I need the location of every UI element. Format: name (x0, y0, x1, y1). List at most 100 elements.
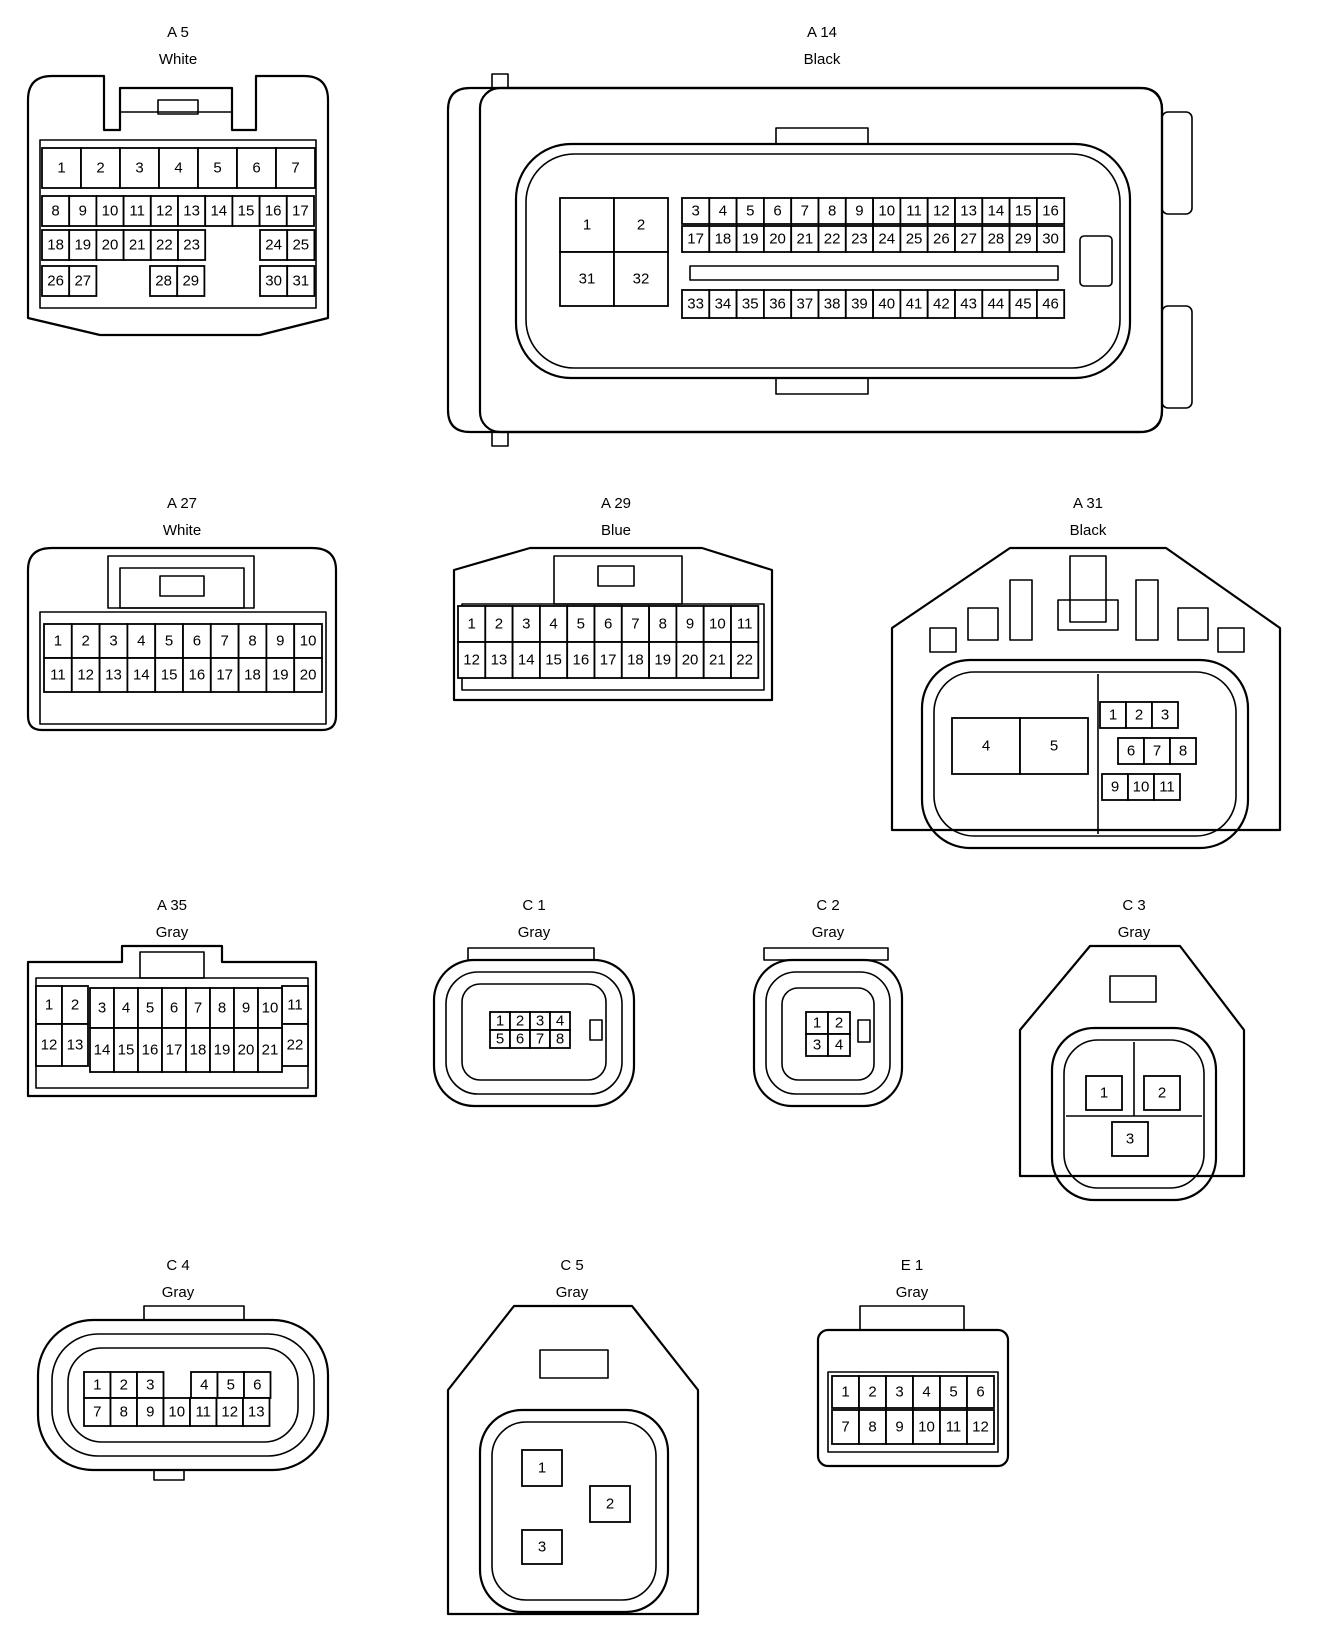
pin-cavity: 5 (197, 147, 238, 189)
connector-a29-color: Blue (601, 522, 631, 539)
pin-cavity: 11 (189, 1397, 218, 1427)
pin-cavity: 25 (286, 229, 316, 261)
pin-cavity: 21 (790, 225, 820, 253)
pin-number: 10 (102, 203, 119, 220)
pin-cavity: 1 (805, 1011, 829, 1035)
pin-cavity: 14 (89, 1027, 115, 1073)
pin-cavity: 15 (1008, 197, 1038, 225)
connector-a14-id: A 14 (807, 24, 837, 41)
pin-number: 17 (600, 652, 617, 669)
pin-number: 12 (972, 1419, 989, 1436)
connector-a27-id: A 27 (167, 495, 197, 512)
pin-cavity: 14 (204, 195, 234, 227)
connector-a14-color: Black (804, 51, 841, 68)
pin-cavity: 3 (1151, 701, 1179, 729)
connector-c1-color: Gray (518, 924, 551, 941)
pin-cavity: 10 (702, 605, 732, 643)
pin-number: 6 (773, 203, 781, 220)
connector-a5-id: A 5 (167, 24, 189, 41)
connector-a35-color: Gray (156, 924, 189, 941)
pin-cavity: 8 (109, 1397, 138, 1427)
pin-number: 46 (1042, 296, 1059, 313)
pin-cavity: 20 (293, 657, 323, 693)
pin-number: 40 (878, 296, 895, 313)
connector-c4-id: C 4 (166, 1257, 189, 1274)
pin-number: 14 (988, 203, 1005, 220)
pin-number: 1 (467, 616, 475, 633)
pin-cavity: 13 (242, 1397, 271, 1427)
pin-cavity: 7 (275, 147, 316, 189)
pin-cavity: 15 (154, 657, 184, 693)
pin-number: 15 (118, 1042, 135, 1059)
pin-cavity: 6 (593, 605, 623, 643)
pin-number: 29 (1015, 231, 1032, 248)
pin-cavity: 18 (41, 229, 71, 261)
pin-cavity: 11 (730, 605, 760, 643)
pin-cavity: 9 (136, 1397, 165, 1427)
pin-cavity: 20 (233, 1027, 259, 1073)
pin-number: 30 (1042, 231, 1059, 248)
pin-number: 3 (536, 1013, 544, 1030)
pin-cavity: 15 (113, 1027, 139, 1073)
pin-number: 8 (556, 1031, 564, 1048)
pin-number: 1 (496, 1013, 504, 1030)
pin-cavity: 3 (89, 987, 115, 1029)
pin-cavity: 30 (259, 265, 289, 297)
pin-cavity: 6 (509, 1029, 531, 1049)
pin-number: 35 (742, 296, 759, 313)
pin-number: 7 (291, 160, 299, 177)
pin-cavity: 38 (817, 289, 847, 319)
pin-cavity: 8 (41, 195, 71, 227)
pin-cavity: 7 (1143, 737, 1171, 765)
pin-cavity: 2 (613, 197, 669, 253)
pin-number: 8 (659, 616, 667, 633)
pin-cavity: 10 (1127, 773, 1155, 801)
pin-cavity: 17 (285, 195, 315, 227)
pin-cavity: 1 (831, 1375, 860, 1409)
pin-number: 10 (300, 633, 317, 650)
pin-number: 29 (182, 273, 199, 290)
connector-c3-id: C 3 (1122, 897, 1145, 914)
pin-cavity: 7 (620, 605, 650, 643)
pin-number: 28 (988, 231, 1005, 248)
pin-cavity: 6 (1117, 737, 1145, 765)
pin-number: 1 (1100, 1085, 1108, 1102)
pin-cavity: 22 (730, 641, 760, 679)
pin-number: 3 (98, 1000, 106, 1017)
pin-number: 9 (242, 1000, 250, 1017)
pin-number: 3 (146, 1377, 154, 1394)
pin-cavity: 23 (177, 229, 207, 261)
pin-cavity: 10 (912, 1409, 941, 1445)
pin-number: 24 (265, 237, 282, 254)
pin-cavity: 12 (149, 195, 179, 227)
pin-cavity: 9 (68, 195, 98, 227)
pin-number: 39 (851, 296, 868, 313)
pin-cavity: 18 (708, 225, 738, 253)
pin-number: 6 (193, 633, 201, 650)
pin-cavity: 8 (817, 197, 847, 225)
pin-number: 5 (213, 160, 221, 177)
pin-cavity: 4 (190, 1371, 219, 1399)
pin-number: 7 (221, 633, 229, 650)
pin-cavity: 11 (281, 985, 309, 1025)
pin-cavity: 1 (43, 623, 73, 659)
pin-cavity: 21 (257, 1027, 283, 1073)
pin-number: 4 (556, 1013, 564, 1030)
connector-c3-color: Gray (1118, 924, 1151, 941)
pin-number: 41 (906, 296, 923, 313)
pin-cavity: 8 (209, 987, 235, 1029)
pin-cavity: 9 (885, 1409, 914, 1445)
pin-number: 11 (906, 203, 922, 220)
pin-number: 8 (828, 203, 836, 220)
pin-number: 2 (606, 1496, 614, 1513)
pin-cavity: 3 (119, 147, 160, 189)
pin-number: 21 (129, 237, 146, 254)
pin-number: 7 (93, 1404, 101, 1421)
pin-cavity: 4 (549, 1011, 571, 1031)
pin-cavity: 4 (113, 987, 139, 1029)
pin-number: 9 (1111, 779, 1119, 796)
pin-cavity: 24 (872, 225, 902, 253)
pin-cavity: 3 (805, 1033, 829, 1057)
